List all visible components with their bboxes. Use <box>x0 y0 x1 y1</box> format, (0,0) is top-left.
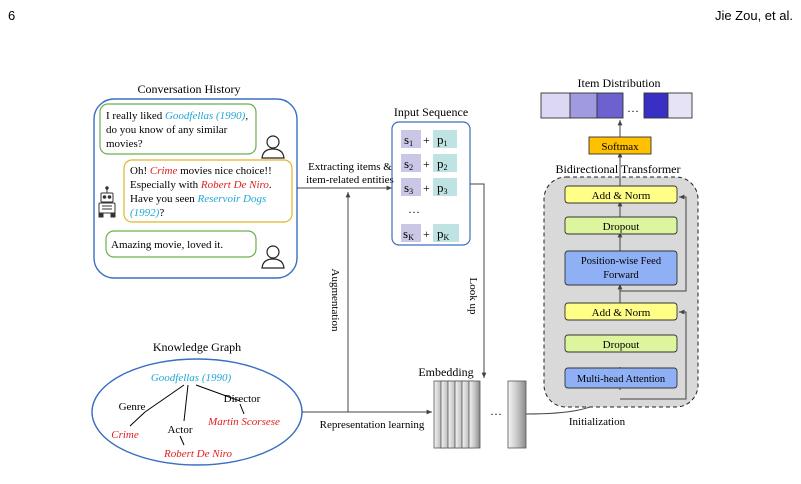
feed-forward-label: Forward <box>603 270 639 281</box>
robot-icon <box>98 186 116 218</box>
page-number: 6 <box>8 8 16 23</box>
kg-edges <box>129 384 245 446</box>
attention-label: Multi-head Attention <box>577 374 666 385</box>
softmax-block <box>588 136 652 155</box>
kg-relation-director: Director <box>224 393 261 405</box>
sequence-row: s3 + p3 <box>401 178 457 196</box>
feed-forward-block <box>564 250 678 286</box>
embedding-title: Embedding <box>418 365 473 379</box>
item-distribution-bar <box>540 92 693 119</box>
kg-entity-actor: Robert De Niro <box>163 448 233 460</box>
svg-text:s3: s3 <box>404 180 413 196</box>
user-message-line: do you know of any similar <box>106 124 228 136</box>
svg-text:+: + <box>423 181 430 195</box>
dropout-label: Dropout <box>603 339 640 351</box>
transformer-title: Bidirectional Transformer <box>556 162 681 176</box>
kg-entity-director: Martin Scorsese <box>207 416 280 428</box>
user-message-line: Amazing movie, loved it. <box>111 239 223 251</box>
lookup-arrow <box>470 183 487 378</box>
svg-text:s1: s1 <box>404 132 413 148</box>
bot-message-line: (1992)? <box>130 207 164 219</box>
add-norm-label: Add & Norm <box>592 190 651 202</box>
sequence-row: s1 + p1 <box>401 130 457 148</box>
user-message-line: I really liked Goodfellas (1990), <box>106 110 248 122</box>
kg-relation-genre: Genre <box>119 401 146 413</box>
page-authors: Jie Zou, et al. <box>714 8 793 23</box>
sequence-ellipsis: … <box>408 202 420 216</box>
initialization-label: Initialization <box>569 416 626 428</box>
softmax-label: Softmax <box>601 141 639 153</box>
distribution-ellipsis: … <box>627 101 639 115</box>
kg-relation-actor: Actor <box>167 424 192 436</box>
bot-message-line: Especially with Robert De Niro. <box>130 179 272 191</box>
bot-message-bubble <box>123 159 293 223</box>
feed-forward-label: Position-wise Feed <box>581 256 662 267</box>
svg-text:p2: p2 <box>437 156 448 172</box>
svg-text:p1: p1 <box>437 132 448 148</box>
kg-entity-crime: Crime <box>111 429 139 441</box>
svg-text:s2: s2 <box>404 156 413 172</box>
user-icon <box>261 135 285 159</box>
kg-root-node: Goodfellas (1990) <box>151 372 232 384</box>
add-norm-block <box>564 302 678 321</box>
bot-message-line: Have you seen Reservoir Dogs <box>130 193 266 205</box>
add-norm-label: Add & Norm <box>592 307 651 319</box>
embedding-ellipsis: … <box>490 404 502 418</box>
dropout-label: Dropout <box>603 221 640 233</box>
svg-text:+: + <box>423 227 430 241</box>
user-icon <box>261 245 285 269</box>
input-sequence-title: Input Sequence <box>394 105 468 119</box>
embedding-slab <box>507 380 527 449</box>
extracting-label: Extracting items & <box>308 161 392 173</box>
svg-text:sK: sK <box>403 226 414 242</box>
add-norm-block <box>564 185 678 204</box>
knowledge-graph-title: Knowledge Graph <box>153 340 241 354</box>
extracting-label: item-related entities <box>306 174 394 186</box>
dropout-block <box>564 216 678 235</box>
user-message-bubble <box>105 230 257 258</box>
bot-message-line: Oh! Crime movies nice choice!! <box>130 165 272 177</box>
svg-text:+: + <box>423 157 430 171</box>
sequence-row: sK + pK <box>401 224 459 242</box>
svg-text:pK: pK <box>437 226 450 242</box>
attention-block <box>564 367 678 389</box>
svg-text:+: + <box>423 133 430 147</box>
dropout-block <box>564 334 678 353</box>
augmentation-label: Augmentation <box>329 269 341 332</box>
user-message-line: movies? <box>106 138 143 150</box>
lookup-label: Look up <box>467 278 479 315</box>
item-distribution-title: Item Distribution <box>578 76 661 90</box>
embedding-stack <box>433 380 481 449</box>
user-message-bubble <box>99 103 257 155</box>
svg-text:p3: p3 <box>437 180 448 196</box>
representation-label: Representation learning <box>320 419 425 431</box>
conversation-title: Conversation History <box>138 82 241 96</box>
sequence-row: s2 + p2 <box>401 154 457 172</box>
